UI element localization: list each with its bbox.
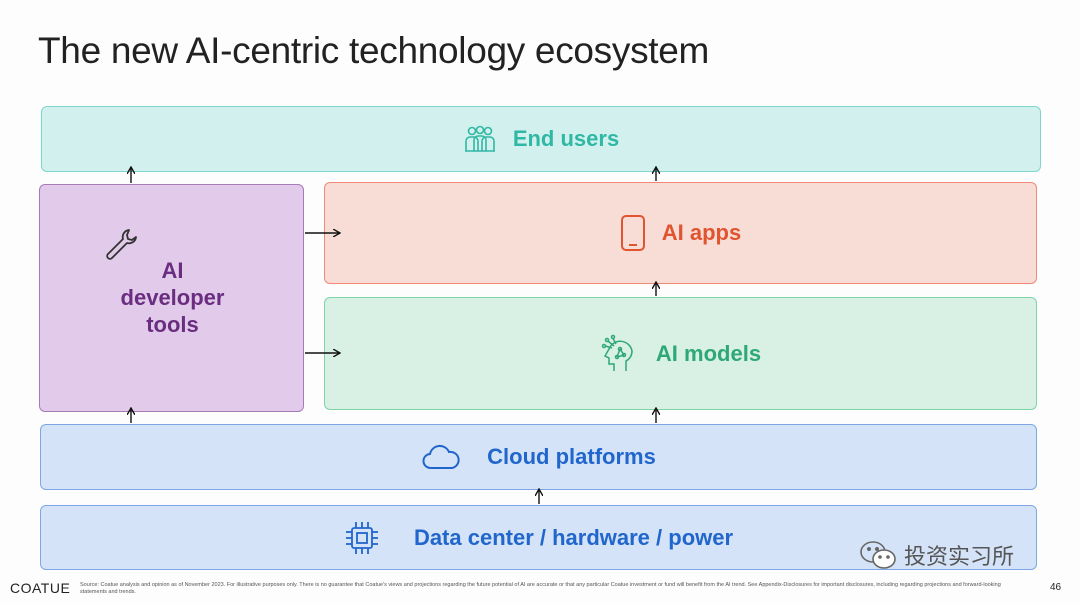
phone-icon: [620, 214, 646, 252]
ai-models-layer: AI models: [324, 297, 1037, 410]
end-users-layer: End users: [41, 106, 1041, 172]
page-title: The new AI-centric technology ecosystem: [38, 30, 710, 71]
dev-tools-layer: AI developer tools: [39, 184, 304, 412]
watermark: 投资实习所: [858, 539, 1014, 571]
wrench-icon: [104, 227, 140, 268]
page-number: 46: [1050, 582, 1062, 593]
cloud-layer: Cloud platforms: [40, 424, 1037, 490]
dev-tools-line-2: developer: [120, 285, 225, 310]
watermark-text: 投资实习所: [904, 544, 1015, 569]
ai-models-label: AI models: [655, 340, 762, 366]
source-note: Source: Coatue analysis and opinion as o…: [80, 582, 1001, 595]
wechat-icon: [860, 541, 896, 569]
dev-tools-label: AI developer tools: [40, 257, 305, 338]
ai-apps-label: AI apps: [661, 220, 742, 245]
chip-icon: [344, 520, 380, 556]
users-icon: [463, 125, 497, 153]
dev-tools-line-3: tools: [146, 312, 199, 337]
cloud-label: Cloud platforms: [487, 444, 656, 469]
dev-tools-line-1: AI: [161, 258, 184, 283]
data-center-layer: Data center / hardware / power: [40, 505, 1037, 570]
coatue-logo: COATUE: [10, 580, 71, 596]
cloud-icon: [421, 443, 461, 471]
ai-head-icon: [600, 334, 640, 374]
end-users-label: End users: [512, 126, 620, 151]
ai-apps-layer: AI apps: [324, 182, 1037, 284]
data-center-label: Data center / hardware / power: [413, 524, 734, 550]
